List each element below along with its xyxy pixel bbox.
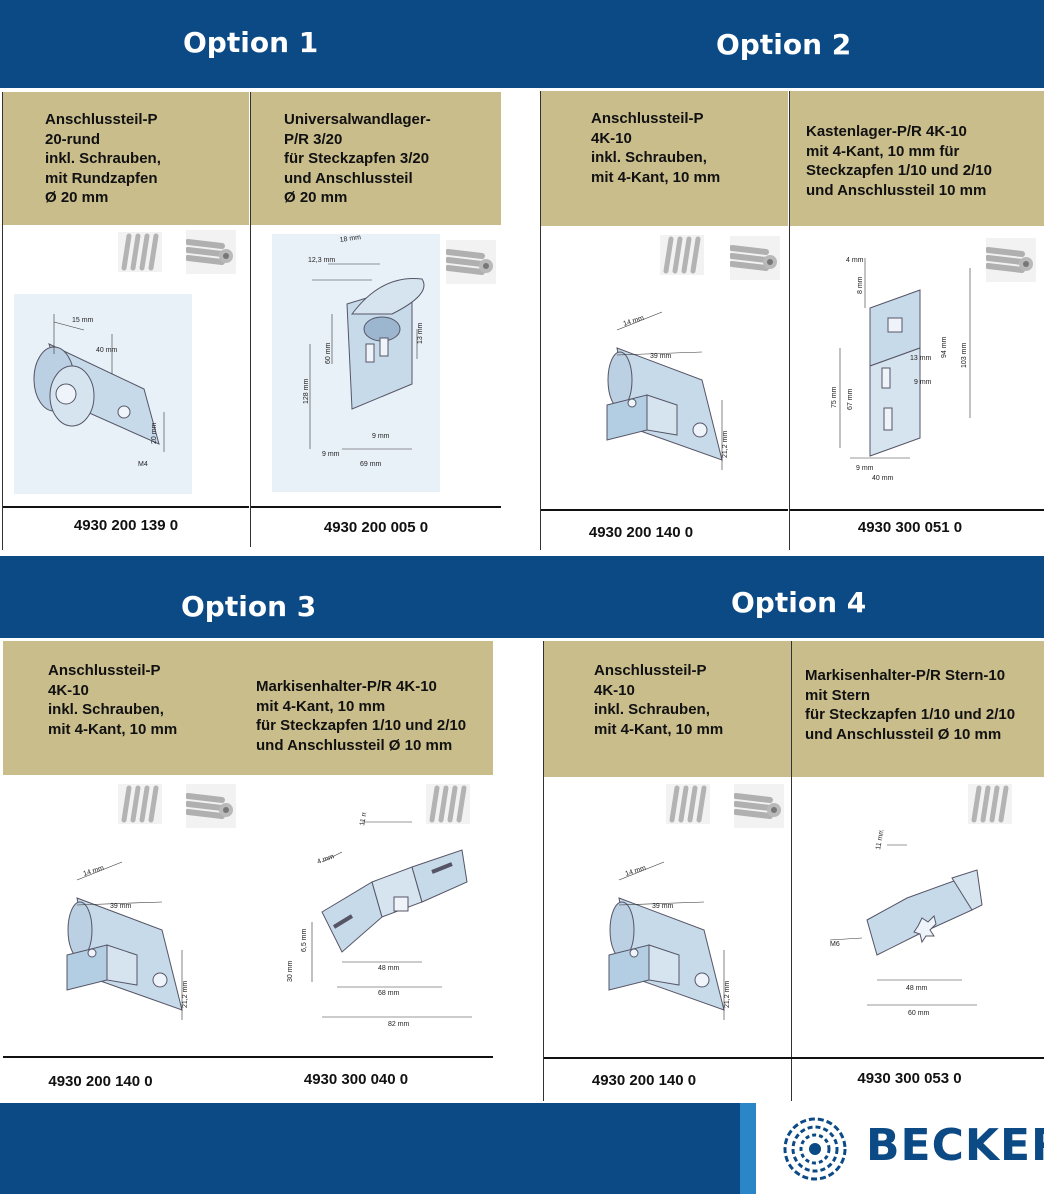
code-rule xyxy=(790,509,1044,511)
svg-text:40 mm: 40 mm xyxy=(872,475,894,482)
tube-icon xyxy=(446,240,496,284)
becker-spiral-logo xyxy=(783,1117,847,1181)
svg-text:M6: M6 xyxy=(830,941,840,948)
awning-star-bracket-drawing: 11 mm M6 48 mm 60 mm xyxy=(829,830,983,1017)
tube-icon xyxy=(734,784,784,828)
article-number: 4930 200 140 0 xyxy=(591,1072,697,1089)
slats-icon xyxy=(118,784,162,824)
svg-text:48 mm: 48 mm xyxy=(906,985,928,992)
svg-text:14 mm: 14 mm xyxy=(624,865,647,878)
svg-text:39 mm: 39 mm xyxy=(652,903,674,910)
header-band-top xyxy=(0,0,1044,88)
svg-text:69 mm: 69 mm xyxy=(360,461,382,468)
svg-text:14 mm: 14 mm xyxy=(622,315,645,328)
tube-icon xyxy=(186,230,236,274)
svg-text:18 mm: 18 mm xyxy=(339,234,361,244)
svg-text:60 mm: 60 mm xyxy=(325,342,332,364)
header-band-middle xyxy=(0,556,1044,638)
slats-icon xyxy=(660,235,704,275)
svg-text:9 mm: 9 mm xyxy=(322,451,340,458)
svg-text:21,2 mm: 21,2 mm xyxy=(724,981,731,1008)
svg-text:103 mm: 103 mm xyxy=(961,343,968,368)
svg-text:M4: M4 xyxy=(138,461,148,468)
svg-text:30 mm: 30 mm xyxy=(287,960,294,982)
svg-text:39 mm: 39 mm xyxy=(110,903,132,910)
wall-bracket-drawing: 18 mm 12,3 mm 60 mm 128 mm 13 mm 9 mm 9 … xyxy=(303,234,425,468)
code-rule xyxy=(3,1056,493,1058)
slats-icon xyxy=(968,784,1012,824)
svg-text:128 mm: 128 mm xyxy=(303,379,310,404)
tube-icon xyxy=(986,238,1036,282)
svg-text:8 mm: 8 mm xyxy=(857,276,864,294)
code-rule xyxy=(3,506,249,508)
svg-text:13 mm: 13 mm xyxy=(910,355,932,362)
article-number: 4930 200 139 0 xyxy=(73,517,179,534)
svg-text:13 mm: 13 mm xyxy=(417,322,424,344)
connector-round-drawing: 15 mm 40 mm 20 mm M4 xyxy=(33,314,165,468)
slats-icon xyxy=(118,232,162,272)
cell-divider xyxy=(250,92,251,547)
svg-text:6,5 mm: 6,5 mm xyxy=(301,928,308,952)
cell-divider xyxy=(791,641,792,1101)
option-4-title: Option 4 xyxy=(731,586,867,619)
svg-text:9 mm: 9 mm xyxy=(372,433,390,440)
option-2-title: Option 2 xyxy=(716,28,852,61)
code-rule xyxy=(541,509,788,511)
svg-text:39 mm: 39 mm xyxy=(650,353,672,360)
svg-text:67 mm: 67 mm xyxy=(847,388,854,410)
awning-bracket-drawing: 11 mm 4 mm 6,5 mm 30 mm 48 mm 68 mm 82 m… xyxy=(287,812,472,1028)
footer-accent-stripe xyxy=(740,1103,756,1194)
cell-divider xyxy=(2,92,3,550)
cell-divider xyxy=(789,91,790,550)
article-number: 4930 200 005 0 xyxy=(323,519,429,536)
option-3-title: Option 3 xyxy=(181,590,317,623)
svg-text:68 mm: 68 mm xyxy=(378,990,400,997)
svg-text:11 mm: 11 mm xyxy=(875,830,886,850)
svg-text:4 mm: 4 mm xyxy=(846,257,864,264)
svg-text:60 mm: 60 mm xyxy=(908,1010,930,1017)
code-rule xyxy=(544,1057,1044,1059)
article-number: 4930 300 040 0 xyxy=(303,1071,409,1088)
svg-text:48 mm: 48 mm xyxy=(378,965,400,972)
connector-square-drawing: 14 mm 39 mm 21,2 mm xyxy=(66,861,189,1020)
svg-text:21,2 mm: 21,2 mm xyxy=(722,431,729,458)
svg-text:12,3 mm: 12,3 mm xyxy=(308,257,335,264)
svg-text:14 mm: 14 mm xyxy=(82,865,105,878)
article-number: 4930 200 140 0 xyxy=(48,1073,153,1090)
article-number: 4930 200 140 0 xyxy=(588,524,694,541)
connector-square-drawing: 14 mm 39 mm 21,2 mm xyxy=(606,311,729,470)
connector-square-drawing: 14 mm 39 mm 21,2 mm xyxy=(608,861,731,1020)
tube-icon xyxy=(730,236,780,280)
box-bracket-drawing: 4 mm 8 mm 13 mm 9 mm 75 mm 67 mm 94 mm 1… xyxy=(831,257,971,482)
svg-text:82 mm: 82 mm xyxy=(388,1021,410,1028)
svg-text:20 mm: 20 mm xyxy=(151,422,158,444)
svg-text:4 mm: 4 mm xyxy=(316,853,335,866)
article-number: 4930 300 051 0 xyxy=(857,519,963,536)
brand-name: BECKER xyxy=(866,1120,1044,1171)
svg-text:94 mm: 94 mm xyxy=(941,336,948,358)
svg-text:11 mm: 11 mm xyxy=(359,812,370,826)
svg-text:9 mm: 9 mm xyxy=(914,379,932,386)
footer-band xyxy=(0,1103,740,1194)
svg-text:75 mm: 75 mm xyxy=(831,386,838,408)
svg-text:15 mm: 15 mm xyxy=(72,317,94,324)
tube-icon xyxy=(186,784,236,828)
option-1-title: Option 1 xyxy=(183,26,319,59)
svg-text:21,2 mm: 21,2 mm xyxy=(182,981,189,1008)
svg-text:9 mm: 9 mm xyxy=(856,465,874,472)
cell-divider xyxy=(543,641,544,1101)
slats-icon xyxy=(666,784,710,824)
article-number: 4930 300 053 0 xyxy=(857,1070,962,1087)
code-rule xyxy=(251,506,501,508)
svg-text:40 mm: 40 mm xyxy=(96,347,118,354)
cell-divider xyxy=(540,91,541,550)
